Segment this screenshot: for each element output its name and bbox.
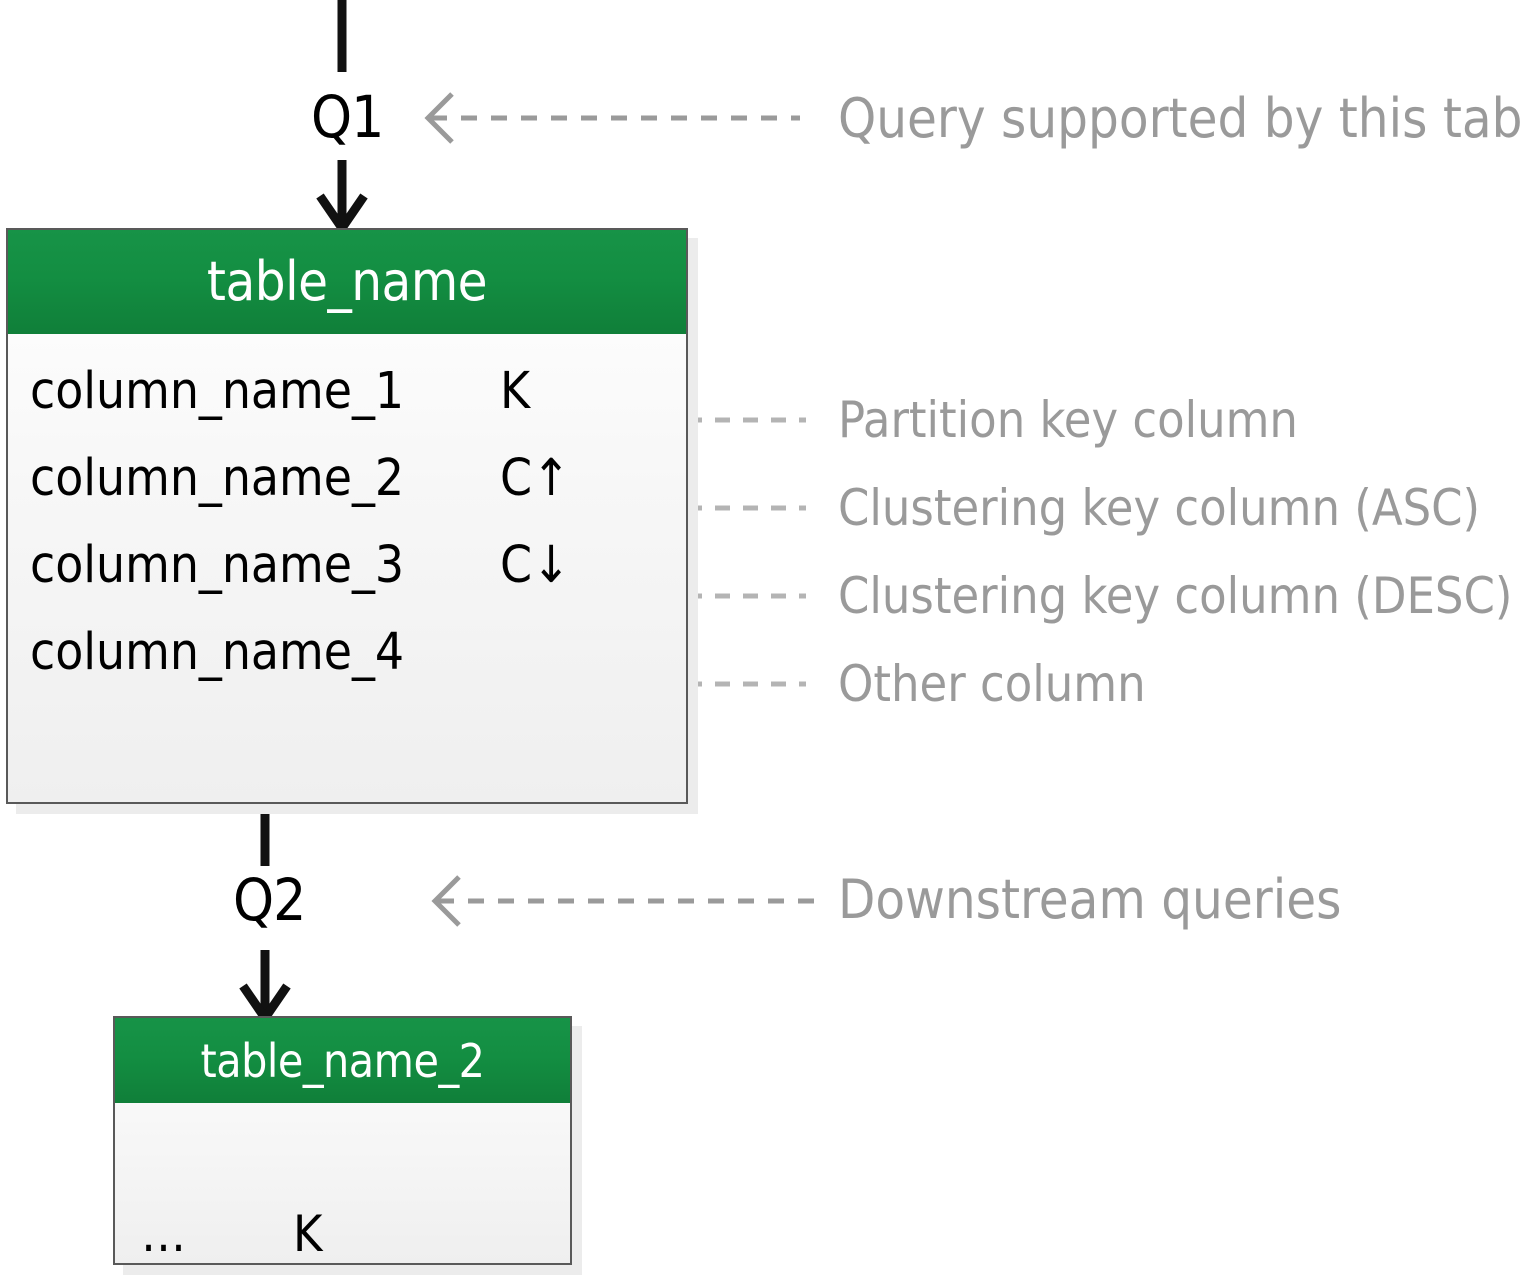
annotation-clustering-key-asc: Clustering key column (ASC) — [838, 479, 1481, 537]
table-body-table-name-2: … K — [115, 1103, 570, 1263]
column-name: column_name_4 — [30, 623, 405, 682]
column-key-marker: K — [293, 1205, 323, 1263]
table-row[interactable]: column_name_2 C↑ — [8, 435, 686, 522]
table-title-table-name: table_name — [8, 230, 686, 334]
q2-arrow-head — [239, 983, 291, 1026]
table-row[interactable]: column_name_3 C↓ — [8, 522, 686, 609]
leader-arrow-head-downstream — [431, 875, 461, 927]
annotation-clustering-key-desc: Clustering key column (DESC) — [838, 567, 1513, 625]
table-row[interactable]: column_name_1 K — [8, 348, 686, 435]
annotation-downstream-queries: Downstream queries — [838, 868, 1342, 931]
column-name: column_name_1 — [30, 362, 405, 421]
leader-query-supported — [424, 92, 800, 144]
table-row[interactable]: column_name_4 — [8, 609, 686, 696]
table-row[interactable]: … K — [115, 1103, 570, 1279]
column-key-marker: K — [500, 362, 531, 421]
column-key-marker: C↓ — [500, 536, 571, 595]
q1-arrow-head — [316, 193, 368, 236]
leader-arrow-head-query — [424, 92, 454, 144]
query-label-q2: Q2 — [233, 866, 306, 934]
table-title-table-name-2: table_name_2 — [115, 1018, 570, 1103]
annotation-partition-key: Partition key column — [838, 391, 1298, 449]
column-name: … — [141, 1205, 186, 1263]
table-card-table-name-2[interactable]: table_name_2 … K — [113, 1016, 572, 1265]
query-label-q1: Q1 — [311, 83, 384, 151]
column-name: column_name_2 — [30, 449, 405, 508]
table-body-table-name: column_name_1 K column_name_2 C↑ column_… — [8, 334, 686, 802]
annotation-query-supported: Query supported by this table — [838, 87, 1523, 150]
column-key-marker: C↑ — [500, 449, 571, 508]
leader-downstream-queries — [431, 875, 822, 927]
table-card-table-name[interactable]: table_name column_name_1 K column_name_2… — [6, 228, 688, 804]
annotation-other-column: Other column — [838, 655, 1146, 713]
column-name: column_name_3 — [30, 536, 405, 595]
